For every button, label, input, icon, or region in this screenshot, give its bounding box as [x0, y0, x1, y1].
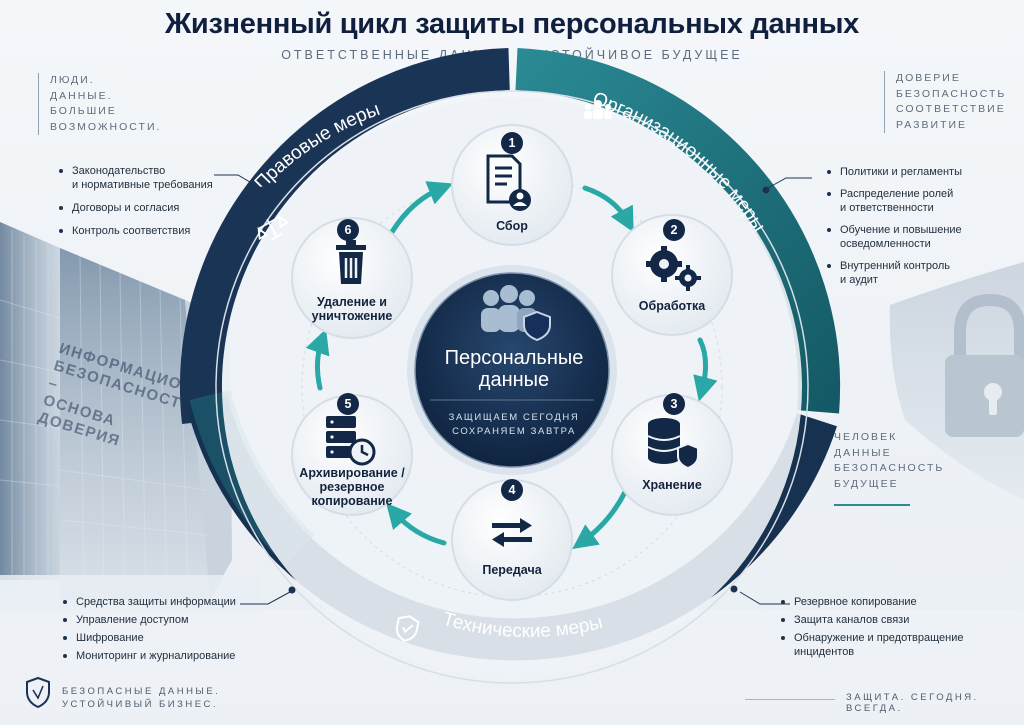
stage-label-delete: Удаление и уничтожение — [292, 295, 412, 323]
list-item: Резервное копирование — [780, 595, 963, 609]
center-tagline-line: СОХРАНЯЕМ ЗАВТРА — [452, 426, 576, 437]
list-item-line: и аудит — [840, 274, 878, 286]
list-item-line: и ответственности — [840, 202, 934, 214]
page-subtitle: ОТВЕТСТВЕННЫЕ ДАННЫЕ — УСТОЙЧИВОЕ БУДУЩЕ… — [281, 48, 743, 62]
list-item-line: Законодательство — [72, 165, 166, 177]
tagline-line: СООТВЕТСТВИЕ — [896, 103, 1006, 115]
list-item-line: и нормативные требования — [72, 179, 213, 191]
list-item: Внутренний контроль и аудит — [826, 259, 962, 287]
list-item: Обучение и повышение осведомленности — [826, 223, 962, 251]
organizational-measures-list: Политики и регламенты Распределение роле… — [826, 165, 962, 295]
tagline-line: РАЗВИТИЕ — [896, 118, 968, 131]
list-item: Средства защиты информации — [62, 595, 236, 609]
shield-icon — [26, 676, 50, 709]
stage-label-line: уничтожение — [311, 309, 393, 323]
trash-icon — [336, 240, 366, 284]
tagline-line: ВОЗМОЖНОСТИ. — [50, 120, 162, 133]
list-item: Обнаружение и предотвращение инцидентов — [780, 631, 963, 659]
top-left-tagline: ЛЮДИ. ДАННЫЕ. БОЛЬШИЕ ВОЗМОЖНОСТИ. — [38, 73, 161, 135]
stage-number: 3 — [663, 393, 685, 415]
scales-icon — [257, 214, 290, 241]
list-item-line: Обнаружение и предотвращение — [794, 632, 964, 644]
stage-number: 2 — [663, 219, 685, 241]
cycle-arrows — [305, 181, 718, 549]
footer-line: БЕЗОПАСНЫЕ ДАННЫЕ. — [62, 686, 221, 697]
legal-measures-list: Законодательство и нормативные требования… — [58, 164, 213, 247]
stage-label-line: Архивирование / — [299, 466, 405, 480]
list-item: Шифрование — [62, 631, 236, 645]
footer-left-slogan: БЕЗОПАСНЫЕ ДАННЫЕ. УСТОЙЧИВЫЙ БИЗНЕС. — [62, 685, 220, 711]
list-item: Договоры и согласия — [58, 201, 213, 215]
stage-label-store: Хранение — [642, 478, 702, 492]
transfer-arrows-icon — [492, 518, 532, 547]
stage-label-line: копирование — [311, 494, 393, 508]
list-item-line: Распределение ролей — [840, 188, 954, 200]
tagline-line: ДАННЫЕ — [834, 446, 892, 459]
stage-label-archive: Архивирование / резервное копирование — [292, 466, 412, 508]
tagline-line: БЕЗОПАСНОСТЬ — [834, 462, 945, 474]
database-shield-icon — [647, 418, 699, 470]
list-item-line: Внутренний контроль — [840, 260, 950, 272]
people-shield-icon — [481, 285, 551, 342]
document-user-icon — [486, 154, 531, 211]
stage-number: 1 — [501, 132, 523, 154]
center-title-line: Персональные — [444, 347, 584, 369]
stage-label-process: Обработка — [638, 299, 706, 313]
list-item: Контроль соответствия — [58, 224, 213, 238]
tagline-line: БОЛЬШИЕ — [50, 105, 117, 117]
top-right-tagline: ДОВЕРИЕ БЕЗОПАСНОСТЬ СООТВЕТСТВИЕ РАЗВИТ… — [884, 71, 1006, 133]
tagline-line: БУДУЩЕЕ — [834, 477, 899, 490]
center-tagline-line: ЗАЩИЩАЕМ СЕГОДНЯ — [448, 412, 580, 423]
team-icon — [584, 100, 612, 119]
gears-icon — [646, 246, 701, 291]
footer-line: УСТОЙЧИВЫЙ БИЗНЕС. — [62, 699, 219, 710]
technical-measures-list-right: Резервное копирование Защита каналов свя… — [780, 595, 963, 663]
stage-number: 4 — [501, 479, 523, 501]
center-disc — [407, 265, 617, 475]
stage-label-transfer: Передача — [482, 563, 542, 577]
list-item: Управление доступом — [62, 613, 236, 627]
tagline-line: ДОВЕРИЕ — [896, 72, 961, 84]
stage-number: 6 — [337, 219, 359, 241]
footer-right-slogan: ЗАЩИТА. СЕГОДНЯ. ВСЕГДА. — [846, 692, 979, 714]
stage-node-collect[interactable] — [451, 124, 573, 246]
divider — [834, 504, 910, 506]
technical-measures-list-left: Средства защиты информации Управление до… — [62, 595, 236, 667]
tagline-line: ЧЕЛОВЕК — [834, 431, 898, 443]
list-item: Политики и регламенты — [826, 165, 962, 179]
list-item: Законодательство и нормативные требования — [58, 164, 213, 192]
center-title-line: данные — [478, 369, 550, 391]
connectors — [214, 174, 812, 605]
center-title: Персональные данные — [414, 347, 614, 391]
list-item: Мониторинг и журналирование — [62, 649, 236, 663]
list-item: Защита каналов связи — [780, 613, 963, 627]
list-item-line: осведомленности — [840, 238, 931, 250]
shield-check-icon — [395, 615, 420, 642]
page-title: Жизненный цикл защиты персональных данны… — [165, 8, 859, 40]
lock-shield-illustration — [889, 262, 1024, 500]
stage-label-collect: Сбор — [496, 219, 528, 233]
tagline-line: БЕЗОПАСНОСТЬ — [896, 87, 1007, 100]
list-item-line: Обучение и повышение — [840, 224, 962, 236]
stage-number: 5 — [337, 393, 359, 415]
mid-right-tagline: ЧЕЛОВЕК ДАННЫЕ БЕЗОПАСНОСТЬ БУДУЩЕЕ — [834, 430, 944, 492]
list-item: Распределение ролей и ответственности — [826, 187, 962, 215]
center-tagline: ЗАЩИЩАЕМ СЕГОДНЯ СОХРАНЯЕМ ЗАВТРА — [414, 411, 614, 439]
list-item-line: инцидентов — [794, 646, 855, 658]
divider — [745, 699, 835, 700]
stage-label-line: Удаление и — [317, 295, 387, 309]
tagline-line: ЛЮДИ. — [50, 74, 95, 86]
tagline-line: ДАННЫЕ. — [50, 89, 113, 102]
server-clock-icon — [326, 416, 376, 466]
stage-label-line: резервное — [319, 480, 385, 494]
